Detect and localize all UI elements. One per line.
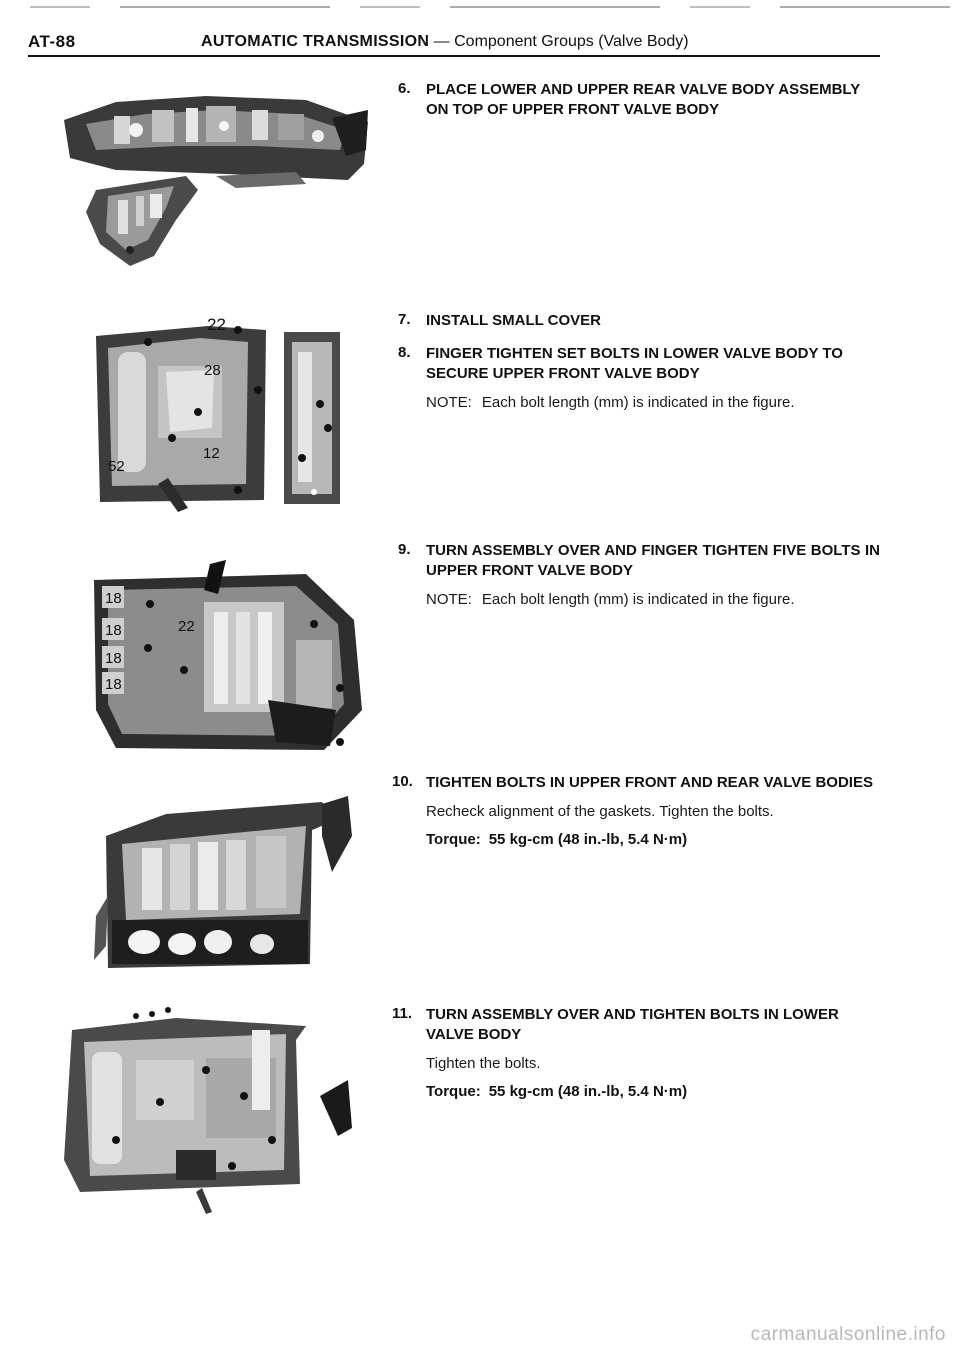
bolt-label: 52	[108, 458, 125, 475]
torque-spec: Torque: 55 kg-cm (48 in.-lb, 5.4 N·m)	[426, 1083, 880, 1100]
figure-upper-front-valve-body-bolts: 18 18 18 18 22	[86, 560, 376, 760]
section-heading: AUTOMATIC TRANSMISSION — Component Group…	[201, 33, 689, 50]
torque-label: Torque:	[426, 1083, 481, 1100]
torque-value: 55 kg-cm (48 in.-lb, 5.4 N·m)	[488, 831, 688, 848]
bolt-label: 18	[105, 622, 122, 639]
step-title: TURN ASSEMBLY OVER AND TIGHTEN BOLTS IN …	[426, 1006, 839, 1043]
watermark: carmanualsonline.info	[750, 1324, 946, 1345]
step-7: 7. INSTALL SMALL COVER	[398, 311, 880, 331]
step-number: 9.	[398, 541, 411, 558]
step-title: INSTALL SMALL COVER	[426, 312, 602, 329]
step-title: PLACE LOWER AND UPPER REAR VALVE BODY AS…	[426, 81, 860, 118]
step-note: NOTE: Each bolt length (mm) is indicated …	[426, 393, 880, 413]
top-scan-line	[30, 6, 950, 8]
step-number: 6.	[398, 80, 411, 97]
step-note: NOTE: Each bolt length (mm) is indicated …	[426, 590, 880, 610]
bolt-label: 18	[105, 676, 122, 693]
figure-lower-valve-body	[56, 1000, 356, 1220]
step-10: 10. TIGHTEN BOLTS IN UPPER FRONT AND REA…	[392, 773, 880, 848]
step-text: Recheck alignment of the gaskets. Tighte…	[426, 803, 774, 820]
note-text: Each bolt length (mm) is indicated in th…	[481, 394, 795, 411]
page-number: AT-88	[28, 32, 76, 51]
note-label: NOTE:	[426, 591, 472, 608]
step-title: TIGHTEN BOLTS IN UPPER FRONT AND REAR VA…	[426, 774, 873, 791]
bolt-label: 18	[105, 590, 122, 607]
step-title: TURN ASSEMBLY OVER AND FINGER TIGHTEN FI…	[426, 542, 880, 579]
note-text: Each bolt length (mm) is indicated in th…	[481, 591, 795, 608]
step-number: 11.	[392, 1005, 413, 1022]
bolt-label: 18	[105, 650, 122, 667]
torque-value: 55 kg-cm (48 in.-lb, 5.4 N·m)	[488, 1083, 688, 1100]
step-number: 10.	[392, 773, 413, 790]
torque-spec: Torque: 55 kg-cm (48 in.-lb, 5.4 N·m)	[426, 831, 880, 848]
header-rule	[28, 55, 880, 57]
section-title: AUTOMATIC TRANSMISSION	[201, 33, 430, 50]
torque-label: Torque:	[426, 831, 481, 848]
figure-upper-valve-bodies	[86, 796, 376, 986]
section-subtitle: Component Groups (Valve Body)	[454, 33, 689, 50]
page-header: AT-88 AUTOMATIC TRANSMISSION — Component…	[28, 30, 880, 58]
step-text: Tighten the bolts.	[426, 1055, 541, 1072]
note-label: NOTE:	[426, 394, 472, 411]
figure-lower-valve-body-bolts: 22 28 52 12	[88, 308, 358, 518]
bolt-label: 22	[207, 315, 226, 334]
figure-valve-body-placement	[56, 80, 376, 280]
step-6: 6. PLACE LOWER AND UPPER REAR VALVE BODY…	[398, 80, 880, 120]
bolt-label: 12	[203, 445, 220, 462]
bolt-label: 22	[178, 618, 195, 635]
step-8: 8. FINGER TIGHTEN SET BOLTS IN LOWER VAL…	[398, 344, 880, 413]
step-11: 11. TURN ASSEMBLY OVER AND TIGHTEN BOLTS…	[392, 1005, 880, 1100]
step-number: 8.	[398, 344, 411, 361]
step-number: 7.	[398, 311, 411, 328]
step-9: 9. TURN ASSEMBLY OVER AND FINGER TIGHTEN…	[398, 541, 880, 610]
step-title: FINGER TIGHTEN SET BOLTS IN LOWER VALVE …	[426, 345, 843, 382]
bolt-label: 28	[204, 362, 221, 379]
